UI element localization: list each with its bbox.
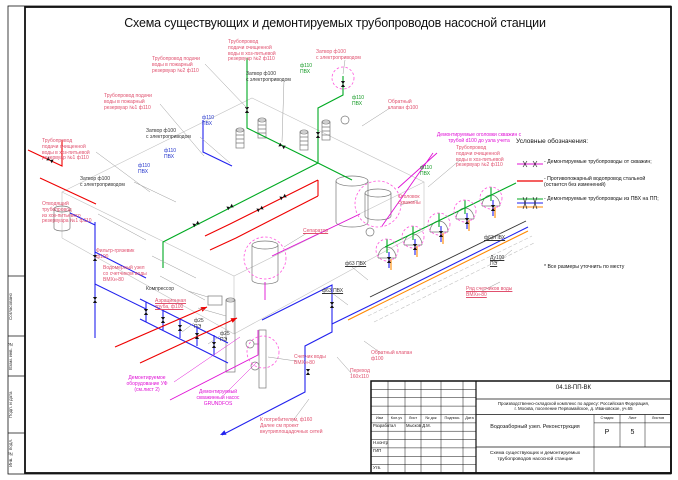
sidebar-label-soglasovano: Согласовано [8,292,13,320]
pipes-magenta [169,152,438,401]
legend-item: - Демонтируемые трубопроводы из ПВХ на П… [516,196,668,210]
role-utv: Утв. [373,465,381,470]
diagram-label: ф25 ПЭ [220,331,230,343]
sheet-header: Лист [628,416,637,420]
doc-number: 04.18-ПП-ВК [555,385,592,391]
diagram-label: ф63 ПВХ [322,288,344,294]
legend-symbol-magenta-line [517,160,543,168]
legend-item: - Противопожарный водопровод стальной (о… [516,176,668,188]
diagram-label: ф110 ПВХ [164,148,177,160]
sheets-header: Листов [651,416,665,420]
dimension-note: * Все размеры уточнить по месту [544,264,625,270]
page-title: Схема существующих и демонтируемых трубо… [124,16,546,30]
titleblock-grid [370,380,672,474]
diagram-label: Обратный клапан ф100 [388,99,419,111]
diagram-label: Оголовок скважины [398,194,421,206]
role-gip: ГИП [373,448,382,453]
diagram-label: Компрессор [146,286,175,292]
col-podpis: Подпись [444,416,460,420]
diagram-label: ф25 ПЭ [194,318,204,330]
legend: Условные обозначения: - Демонтируемые тр… [516,138,668,217]
diagram-label: Аэрационная труба, ф100 [155,298,187,310]
role-nkontr: Н.контр [373,440,388,445]
diagram-label: Затвор ф100 с электроприводом [246,71,291,83]
diagram-label: Трубопровод подачи очищенной воды в хоз-… [42,138,90,162]
sheet-number: 5 [630,429,635,436]
legend-item-label: - Демонтируемые трубопроводы из ПВХ на П… [544,196,659,203]
pipes-orange [347,207,529,321]
role-razrabotal: Разработал [373,423,396,428]
project-name: Производственно-складской комплекс по ад… [497,401,650,412]
sidebar-label-podp-data: Подп. и дата [8,391,13,418]
diagram-label: ф63 ПВХ [345,261,367,267]
legend-item-label: - Демонтируемые трубопроводы от скважин; [544,159,652,165]
diagram-label: Затвор ф100 с электроприводом [146,128,191,140]
stage-header: Стадия [600,416,614,420]
diagram-label: Трубопровод подачи воды в пожарный резер… [104,93,152,111]
role-razrabotal-name: Мысков Д.М. [406,423,431,428]
diagram-label: Трубопровод подачи очищенной воды в хоз-… [456,145,504,169]
col-data: Дата [465,416,474,420]
building-outline [61,97,535,335]
sidebar-label-vzam-inv: Взам. инв. № [8,341,13,371]
diagram-label: Обратный клапан ф100 [371,350,413,362]
diagram-label: ф110 ПВХ [202,115,215,127]
sidebar-label-inv-podl: Инв. № подл. [8,438,13,468]
diagram-label: ф110 ПВХ [300,63,313,75]
diagram-label: Трубопровод подачи воды в пожарный резер… [152,56,200,74]
diagram-label: Ду100 ПЭ [490,255,505,267]
diagram-label: Затвор ф100 с электроприводом [80,176,125,188]
diagram-label: Сепаратор [303,228,329,234]
pipes-red [27,140,319,364]
stage-value: Р [604,429,610,436]
diagram-label: ф110 ПВХ [138,163,151,175]
col-ndok: № док [425,416,437,420]
legend-item-label: - Противопожарный водопровод стальной (о… [544,176,646,189]
valves [46,81,496,375]
equipment [53,115,501,389]
flow-arrow-blue [220,430,227,435]
flow-arrows-red [200,307,237,323]
col-izm: Изм [375,416,384,420]
label-leaders [95,59,513,423]
legend-heading: Условные обозначения: [516,138,589,145]
diagram-label: Демонтируемое оборудование УФ (см.лист 2… [126,375,168,393]
diagram-label: ф110 ПВХ [352,95,365,107]
object-title: Водозаборный узел. Реконструкция [490,424,580,430]
sheet-title: Схема существующих и демонтируемых трубо… [489,451,581,462]
diagram-label: Трубопровод подачи очищенной воды в хоз-… [228,39,276,63]
col-list: Лист [408,416,418,420]
diagram-label: Переход 160х110 [350,368,370,380]
diagram-label: Демонтируемые оголовки скважин с трубой … [436,132,522,144]
col-koluch: Кол.уч [390,416,403,420]
legend-item: - Демонтируемые трубопроводы от скважин; [516,159,668,168]
dismantle-markers [243,66,503,369]
diagram-label: Затвор ф100 с электроприводом [316,49,361,61]
diagram-label: Водомерный узел со счетчиком воды ВМХн-8… [103,265,147,283]
legend-symbol-pvc-lines [517,197,543,210]
diagram-label: К потребителям, ф160 Далее см проект вну… [260,417,323,435]
diagram-label: Демонтируемый скважинный насос GRUNDFOS [196,389,240,407]
legend-symbol-red-line [517,180,543,182]
sheet-frame [7,5,672,475]
diagram-label: Отводящий трубопровод из хоз-питьевого р… [42,201,92,225]
diagram-label: ф110 ПВХ [420,165,433,177]
diagram-label: ф63 ПВХ [484,235,506,241]
diagram-label: Фильтр-грязевик ф100 [96,248,135,260]
diagram-label: Счетчик воды ВМХн-80 [294,354,326,366]
diagram-label: Ряд счетчиков воды ВМХн-80 [466,286,513,298]
